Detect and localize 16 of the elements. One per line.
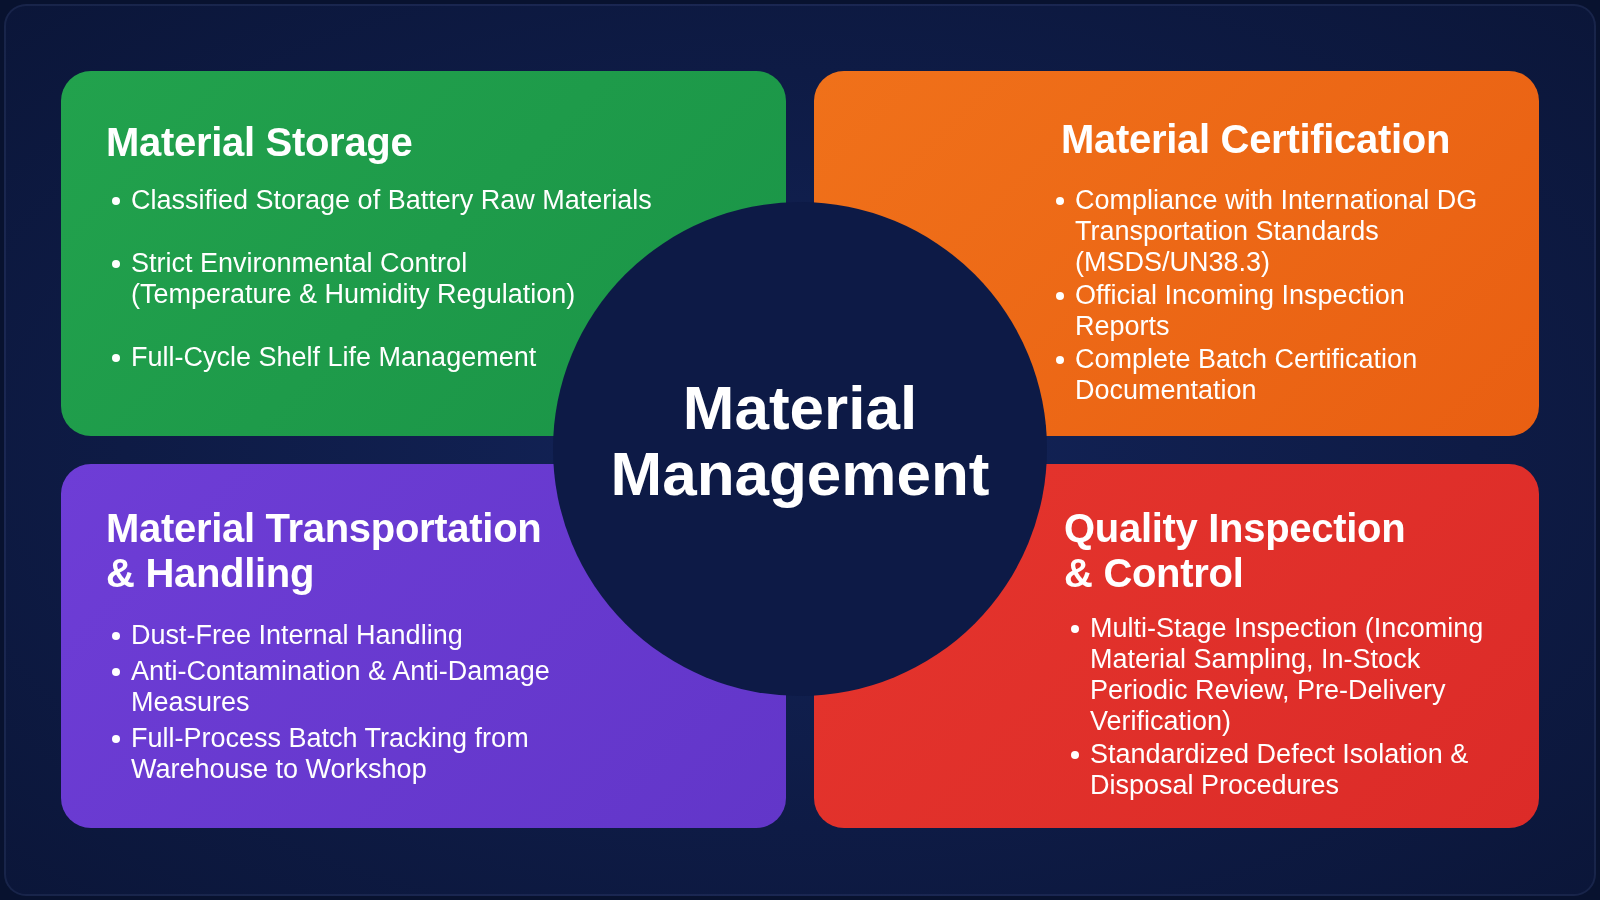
bullet-text: Classified Storage of Battery Raw Materials bbox=[131, 185, 653, 216]
bullet-text: Full-Process Batch Tracking from Warehouse to Workshop bbox=[131, 723, 530, 785]
bullet-text: Multi-Stage Inspection (Incoming Material Sampling, In-Stock Periodic Review, Pre-Delivery Verification) bbox=[1090, 613, 1485, 737]
bullet-text: Standardized Defect Isolation & Disposal Procedures bbox=[1090, 739, 1470, 801]
bullet-text: Anti-Contamination & Anti-Damage Measures bbox=[131, 656, 551, 718]
bullet-text: Compliance with International DG Transportation Standards (MSDS/UN38.3) bbox=[1075, 185, 1479, 278]
card-heading: Material Transportation & Handling bbox=[106, 506, 543, 596]
card-heading: Material Storage bbox=[106, 120, 413, 165]
center-title: Material Management bbox=[609, 375, 991, 507]
bullet-text: Dust-Free Internal Handling bbox=[131, 620, 464, 651]
bullet-text: Full-Cycle Shelf Life Management bbox=[131, 342, 538, 373]
card-heading: Quality Inspection & Control bbox=[1064, 506, 1407, 596]
bullet-text: Complete Batch Certification Documentation bbox=[1075, 344, 1419, 406]
bullet-text: Official Incoming Inspection Reports bbox=[1075, 280, 1406, 342]
bullet-text: Strict Environmental Control (Temperature & Humidity Regulation) bbox=[131, 248, 577, 310]
card-heading: Material Certification bbox=[1061, 117, 1451, 162]
